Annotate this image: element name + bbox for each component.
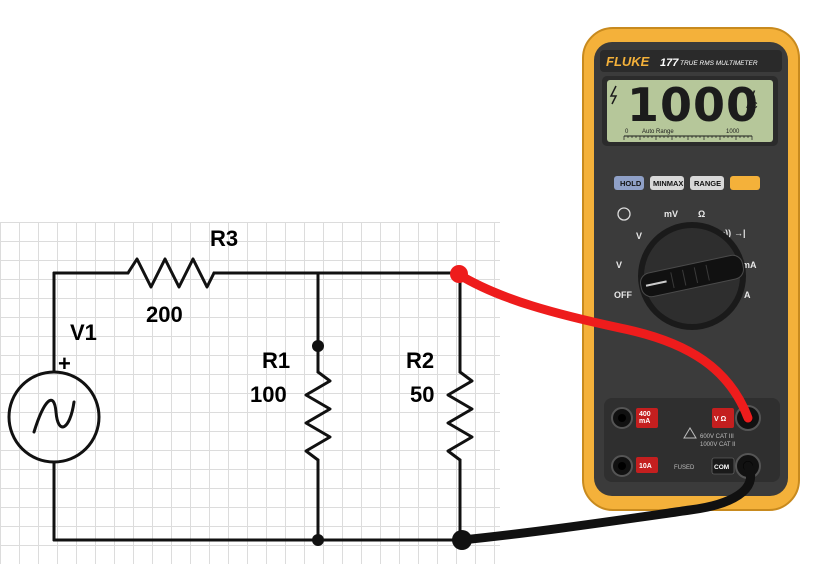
v1-label: V1	[70, 320, 97, 345]
black-probe-lead[interactable]	[457, 461, 756, 545]
scale-min: 0	[625, 129, 629, 135]
brand-label: FLUKE	[606, 54, 650, 69]
r1-name-label: R1	[262, 348, 290, 373]
lcd-unit-bottom: AC	[746, 101, 758, 110]
dial-knob[interactable]	[639, 253, 746, 298]
v-ohm-jack-label: V Ω	[714, 416, 727, 423]
dial-ma-label: mA	[742, 260, 757, 270]
scale-caption: Auto Range	[642, 129, 674, 135]
r3-value-label: 200	[146, 302, 183, 327]
dial-mv-label: mV	[664, 209, 678, 219]
com-jack-badge	[711, 457, 735, 475]
ac-source-wave-icon	[32, 398, 76, 434]
minmax-button[interactable]	[650, 176, 684, 190]
v-ohm-jack-badge	[712, 408, 734, 428]
dial-vdc-label: V	[636, 231, 642, 241]
model-label: 177	[660, 57, 679, 69]
brand-strip	[600, 50, 782, 72]
rating-label-1: 600V CAT III	[700, 434, 734, 440]
range-button[interactable]	[690, 176, 724, 190]
junction-dot-r1	[312, 340, 324, 352]
hold-button[interactable]	[614, 176, 644, 190]
a-jack-hole	[618, 462, 626, 470]
resistor-r3	[126, 257, 216, 289]
a-jack-label: 10A	[639, 463, 652, 470]
dial-diode-label: →|	[734, 228, 746, 238]
com-jack-label: COM	[714, 464, 729, 471]
dial-off-label: OFF	[614, 290, 632, 300]
ac-source	[7, 370, 101, 464]
ma-jack-badge	[636, 408, 658, 428]
dial-vac-label: V	[616, 260, 622, 270]
r2-value-label: 50	[410, 382, 434, 407]
minmax-button-label: MINMAX	[653, 179, 683, 188]
red-probe-tip[interactable]	[450, 265, 468, 283]
grid-background	[0, 222, 500, 564]
hazard-icon	[609, 85, 618, 105]
junction-dot-bottom	[312, 534, 324, 546]
resistor-r2	[446, 370, 474, 462]
range-button-label: RANGE	[694, 179, 721, 188]
red-probe-lead[interactable]	[453, 269, 753, 423]
backlight-icon	[617, 207, 631, 221]
lcd-reading: 1000	[627, 78, 759, 132]
resistor-r1	[304, 370, 332, 462]
model-caption: TRUE RMS MULTIMETER	[680, 60, 758, 67]
r2-name-label: R2	[406, 348, 434, 373]
a-jack-badge	[636, 457, 658, 473]
hold-button-label: HOLD	[620, 179, 642, 188]
r1-value-label: 100	[250, 382, 287, 407]
multimeter: FLUKE 177 TRUE RMS MULTIMETER 1000 V AC …	[582, 27, 800, 511]
rating-label-2: 1000V CAT II	[700, 442, 736, 448]
scale-max: 1000	[726, 129, 740, 135]
r3-name-label: R3	[210, 226, 238, 251]
circuit	[7, 257, 474, 542]
lcd-unit-top: V	[748, 89, 756, 101]
black-probe-tip[interactable]	[452, 530, 472, 550]
bargraph-ticks	[623, 136, 753, 140]
dial-continuity-label: •))	[722, 228, 731, 238]
ma-jack-hole	[618, 414, 626, 422]
backlight-button[interactable]	[730, 176, 760, 190]
dial-a-label: A	[744, 290, 751, 300]
v1-polarity-label: +	[58, 351, 71, 376]
fused-label: FUSED	[674, 465, 695, 471]
dial-ohm-label: Ω	[698, 209, 705, 219]
lcd-screen	[607, 80, 773, 142]
warning-icon	[683, 427, 697, 439]
